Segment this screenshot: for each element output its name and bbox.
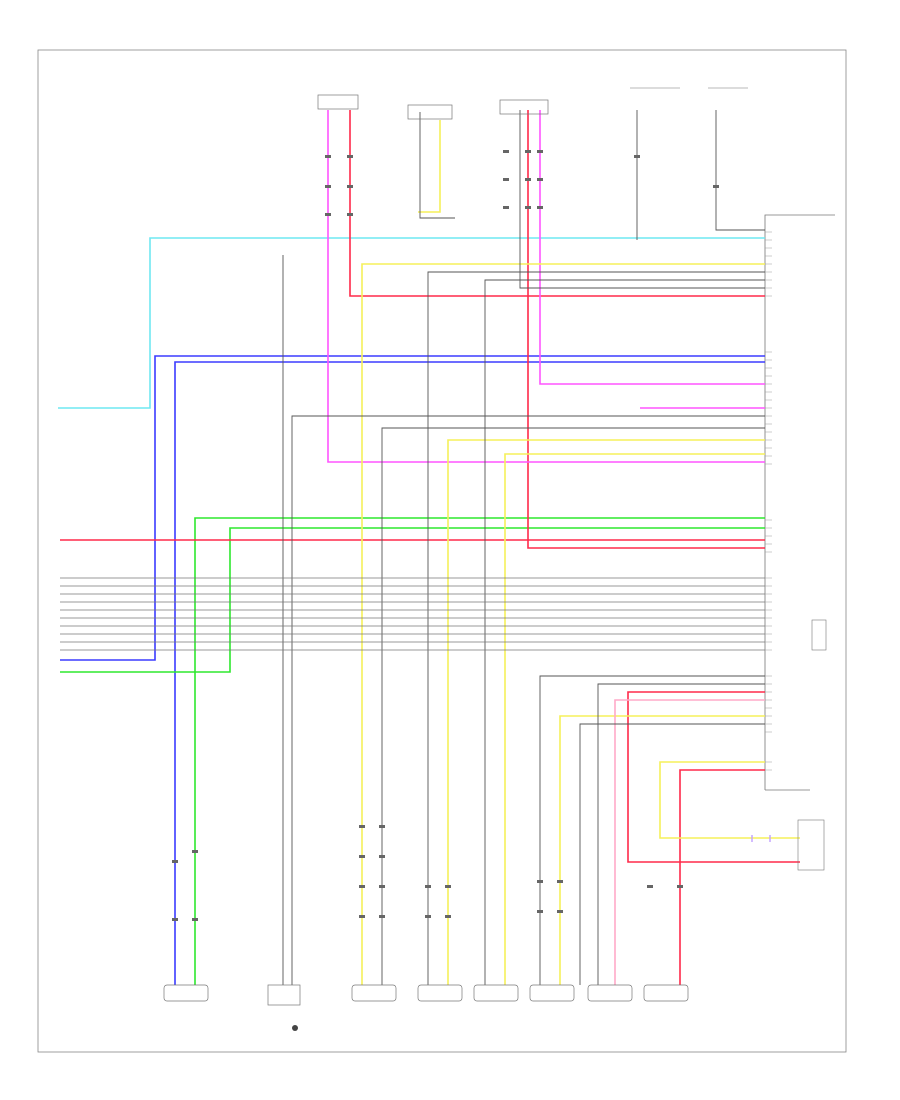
wire-red-vert xyxy=(527,110,765,549)
gray-wires xyxy=(282,110,765,985)
wire-red-top xyxy=(349,110,765,297)
wire-blue-b xyxy=(174,361,765,985)
side-connector xyxy=(811,619,827,651)
connector-pins xyxy=(765,231,772,771)
splice-marks xyxy=(172,150,719,921)
wire-red-speaker xyxy=(679,769,765,985)
wire-red-lower xyxy=(627,691,800,863)
wire-yellow-e xyxy=(659,761,800,839)
wire-yellow-d xyxy=(559,715,765,985)
control-unit-connector xyxy=(764,214,835,791)
bottom-component-1 xyxy=(163,984,209,1002)
signal-bus xyxy=(60,577,765,651)
lower-connector xyxy=(751,819,825,871)
wire-magenta-a xyxy=(327,110,765,463)
wire-yellow-a xyxy=(361,263,765,985)
wire-green-a xyxy=(194,517,765,985)
bottom-component-7 xyxy=(587,984,633,1002)
wire-magenta-b xyxy=(539,110,765,385)
top-connector-3 xyxy=(499,99,549,115)
bottom-component-5 xyxy=(473,984,519,1002)
wire-pink xyxy=(614,699,765,985)
bottom-component-4 xyxy=(417,984,463,1002)
wire-yellow-c xyxy=(504,453,765,985)
bottom-component-2 xyxy=(267,984,301,1031)
top-connector-1 xyxy=(317,94,359,110)
top-connector-2 xyxy=(407,104,453,120)
bottom-component-3 xyxy=(351,984,397,1002)
wire-cyan xyxy=(58,237,765,409)
wire-green-b xyxy=(60,527,765,673)
wire-blue-a xyxy=(60,355,765,661)
wire-yellow-b xyxy=(447,439,765,985)
diagram-frame xyxy=(37,49,847,1053)
bottom-component-8 xyxy=(643,984,689,1002)
bottom-component-6 xyxy=(529,984,575,1002)
wire-yellow-top xyxy=(418,120,441,213)
